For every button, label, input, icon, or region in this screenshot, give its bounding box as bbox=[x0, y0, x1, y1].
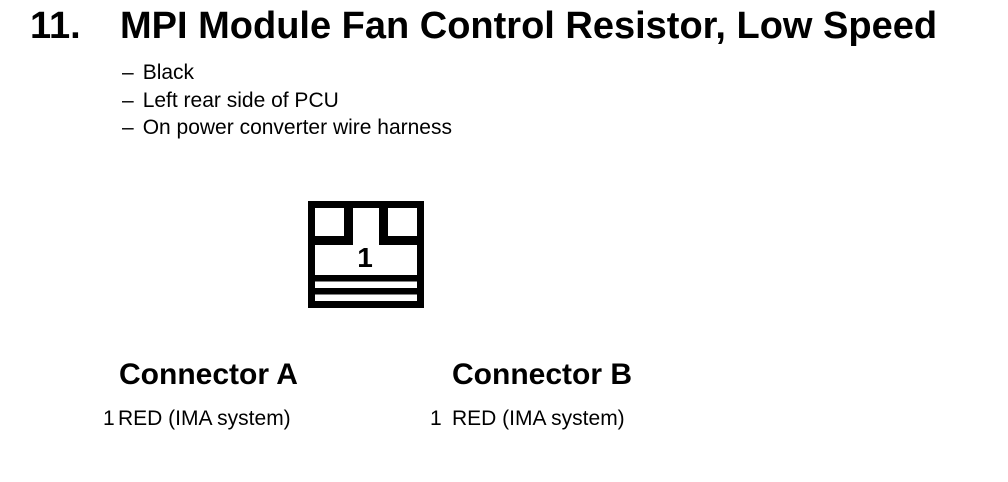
notes-list: –Black –Left rear side of PCU –On power … bbox=[122, 59, 452, 142]
pin-cavity-label: 1 bbox=[357, 242, 373, 273]
section-title: MPI Module Fan Control Resistor, Low Spe… bbox=[120, 5, 938, 47]
dash-bullet: – bbox=[122, 61, 134, 84]
connector-diagram: 1 bbox=[308, 201, 424, 308]
pin-number: 1 bbox=[103, 407, 115, 430]
note-text: Left rear side of PCU bbox=[142, 88, 339, 112]
note-text: Black bbox=[142, 61, 195, 84]
dash-bullet: – bbox=[122, 116, 134, 139]
pin-wire-label: RED (IMA system) bbox=[452, 407, 625, 430]
section-heading: 11. MPI Module Fan Control Resistor, Low … bbox=[30, 4, 937, 48]
connector-b-section: Connector B 1 RED (IMA system) bbox=[430, 358, 632, 432]
lock-rib-line bbox=[315, 288, 417, 295]
right-cavity-divider bbox=[379, 208, 417, 245]
dash-bullet: – bbox=[122, 88, 134, 112]
note-text: On power converter wire harness bbox=[142, 116, 452, 139]
note-item: –Left rear side of PCU bbox=[122, 87, 452, 115]
connector-b-title: Connector B bbox=[452, 358, 632, 391]
connector-housing-outline bbox=[308, 201, 424, 308]
lock-rib-line bbox=[315, 275, 417, 282]
pin-number: 1 bbox=[430, 407, 442, 430]
note-item: –Black bbox=[122, 59, 452, 87]
pin-row: 1 RED (IMA system) bbox=[430, 406, 632, 432]
connector-a-title: Connector A bbox=[119, 358, 298, 391]
note-item: –On power converter wire harness bbox=[122, 114, 452, 142]
pin-wire-label: RED (IMA system) bbox=[118, 407, 291, 430]
section-number: 11. bbox=[30, 5, 81, 47]
left-cavity-divider bbox=[315, 208, 353, 245]
